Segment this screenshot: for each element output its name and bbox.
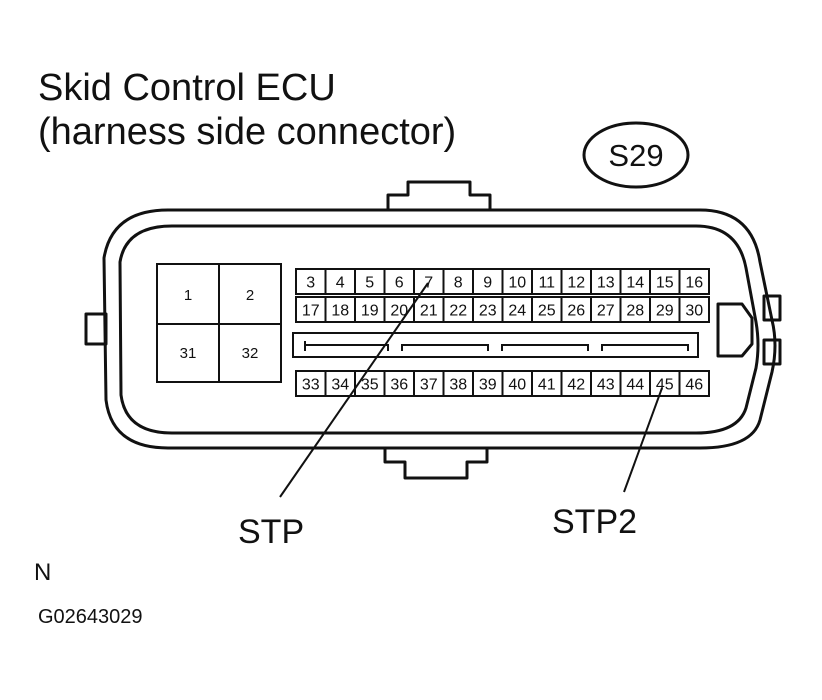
rib-slots (304, 341, 689, 351)
right-tab-lower (762, 338, 782, 366)
pin-number: 6 (395, 275, 404, 292)
pin-cell (413, 370, 445, 397)
callout-stp2: STP2 (552, 503, 637, 541)
pin-number: 17 (302, 303, 320, 320)
large-pin (218, 263, 282, 325)
connector-code: S29 (608, 138, 663, 173)
pin-number: 42 (567, 377, 585, 394)
pin-cell (354, 268, 386, 295)
inner-shell (118, 224, 760, 435)
pin-number: 44 (626, 377, 644, 394)
pin-cell (295, 268, 327, 295)
pin-number: 40 (508, 377, 526, 394)
callout-stp: STP (238, 513, 304, 551)
large-pin-label: 31 (180, 345, 197, 362)
pin-cell (531, 268, 563, 295)
pin-number: 39 (479, 377, 497, 394)
pin-number: 19 (361, 303, 379, 320)
connector-housing (84, 180, 782, 480)
pin-cell (560, 296, 592, 323)
pin-cell (501, 268, 533, 295)
center-rib (292, 332, 699, 358)
large-pin-label: 1 (184, 287, 192, 304)
outer-shell (102, 208, 777, 450)
pin-cell (324, 296, 356, 323)
pin-number: 37 (420, 377, 438, 394)
pin-number: 7 (424, 275, 433, 292)
pin-cell (295, 296, 327, 323)
corner-letter: N (34, 559, 51, 586)
pin-number: 3 (306, 275, 315, 292)
pin-number: 12 (567, 275, 585, 292)
pin-number: 14 (626, 275, 644, 292)
pin-number: 9 (483, 275, 492, 292)
left-tab (84, 312, 108, 346)
pin-cell (442, 296, 474, 323)
large-pin-label: 32 (242, 345, 259, 362)
pin-cell (678, 268, 710, 295)
pin-cell (619, 268, 651, 295)
code-ellipse (582, 121, 690, 189)
large-pin (156, 323, 220, 383)
large-pin (218, 323, 282, 383)
pin-number: 27 (597, 303, 615, 320)
pin-number: 26 (567, 303, 585, 320)
pin-number: 43 (597, 377, 615, 394)
pin-number: 21 (420, 303, 438, 320)
pin-cell (619, 370, 651, 397)
connector-code-badge: S29 (582, 121, 690, 189)
pin-number: 20 (390, 303, 408, 320)
pin-cell (619, 296, 651, 323)
stp2-leader-line (623, 387, 663, 493)
pin-number: 30 (685, 303, 703, 320)
title-line-1: Skid Control ECU (38, 67, 336, 109)
pin-number: 25 (538, 303, 556, 320)
pin-number: 28 (626, 303, 644, 320)
pin-row-top: 3 4 5 6 7 8 9 10 11 12 13 14 15 16 (295, 268, 710, 295)
pin-cell (678, 296, 710, 323)
top-latch (386, 180, 492, 210)
pin-number: 36 (390, 377, 408, 394)
pin-number: 5 (365, 275, 374, 292)
pin-number: 33 (302, 377, 320, 394)
pin-number: 18 (331, 303, 349, 320)
pin-cell (472, 370, 504, 397)
pin-number: 10 (508, 275, 526, 292)
diagram-title: Skid Control ECU (harness side connector… (38, 66, 456, 154)
pin-number: 16 (685, 275, 703, 292)
pin-row-bottom: 33 34 35 36 37 38 39 40 41 42 43 44 45 46 (295, 370, 710, 397)
key-notch (716, 302, 754, 358)
pin-number: 38 (449, 377, 467, 394)
pin-number: 11 (538, 275, 555, 292)
figure-id: G02643029 (38, 606, 143, 628)
pin-cell (383, 370, 415, 397)
pin-number: 35 (361, 377, 379, 394)
pin-number: 8 (454, 275, 463, 292)
pin-cell (442, 370, 474, 397)
stp-leader-line (279, 282, 429, 498)
pin-number: 29 (656, 303, 674, 320)
pin-row-middle: 17 18 19 20 21 22 23 24 25 26 27 28 29 30 (295, 296, 710, 323)
pin-cell (383, 268, 415, 295)
pin-number: 15 (656, 275, 674, 292)
title-line-2: (harness side connector) (38, 111, 457, 153)
pin-cell (560, 370, 592, 397)
bottom-latch (383, 447, 489, 480)
pin-number: 45 (656, 377, 674, 394)
pin-number: 34 (331, 377, 349, 394)
large-pin-label: 2 (246, 287, 254, 304)
pin-cell (678, 370, 710, 397)
pin-number: 46 (685, 377, 703, 394)
pin-number: 13 (597, 275, 615, 292)
pin-cell (442, 268, 474, 295)
pin-number: 4 (336, 275, 345, 292)
pin-number: 41 (538, 377, 556, 394)
pin-number: 24 (508, 303, 526, 320)
pin-number: 22 (449, 303, 467, 320)
large-pin-block: 1 2 31 32 (156, 263, 282, 383)
pin-number: 23 (479, 303, 497, 320)
